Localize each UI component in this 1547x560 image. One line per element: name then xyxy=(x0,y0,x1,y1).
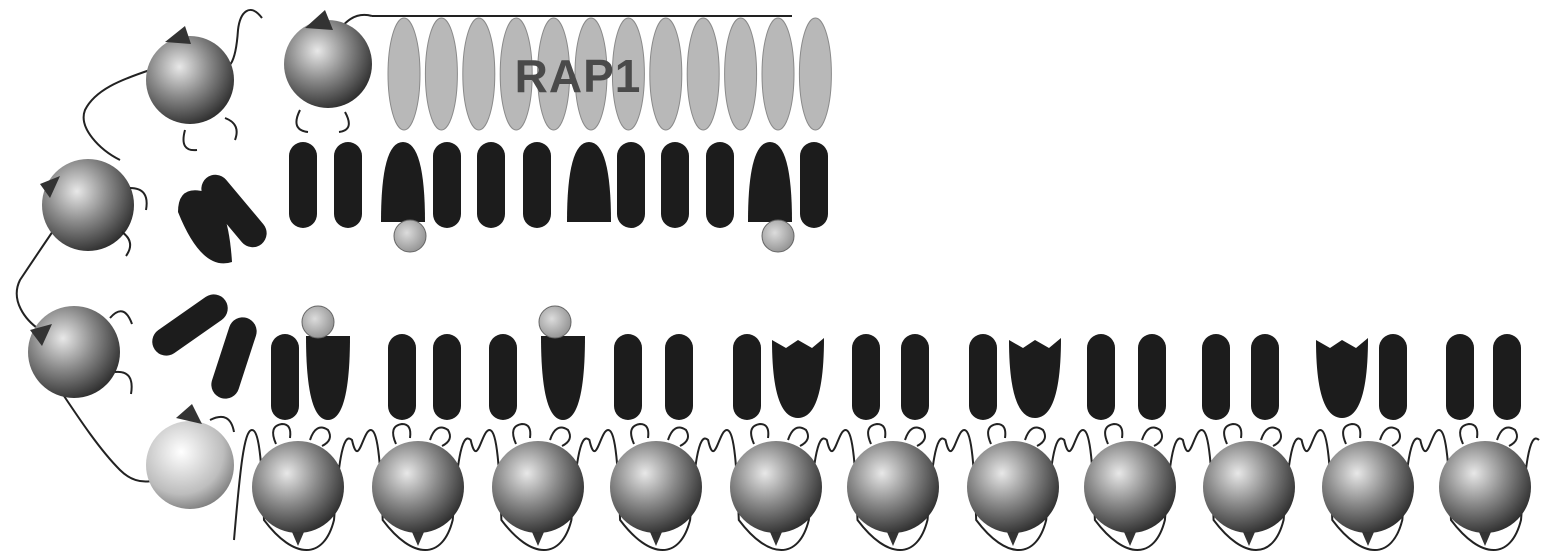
lower-block xyxy=(614,334,642,420)
rap1-ellipse xyxy=(762,18,794,130)
lower-block xyxy=(433,334,461,420)
upper-block xyxy=(661,142,689,228)
lower-block xyxy=(1493,334,1521,420)
upper-bell-block xyxy=(748,142,792,222)
lower-block xyxy=(733,334,761,420)
rap1-ellipse xyxy=(725,18,757,130)
lower-block xyxy=(1202,334,1230,420)
lower-block xyxy=(969,334,997,420)
upper-block xyxy=(617,142,645,228)
loop-ball-3 xyxy=(40,159,147,256)
upper-block xyxy=(706,142,734,228)
upper-block xyxy=(334,142,362,228)
loop-ball-2 xyxy=(146,26,237,150)
nucleosome xyxy=(967,424,1059,546)
upper-block xyxy=(433,142,461,228)
upper-block xyxy=(289,142,317,228)
loop-ball-4 xyxy=(28,306,132,398)
lower-cup-block xyxy=(772,338,824,418)
lower-block xyxy=(388,334,416,420)
lower-block xyxy=(1138,334,1166,420)
lower-block xyxy=(271,334,299,420)
lower-block xyxy=(901,334,929,420)
rap1-ellipse xyxy=(388,18,420,130)
small-circle xyxy=(394,220,426,252)
lower-bell-block xyxy=(541,336,585,420)
upper-bell-block xyxy=(567,142,611,222)
upper-block xyxy=(477,142,505,228)
turn-blocks xyxy=(147,169,273,402)
small-circle xyxy=(762,220,794,252)
rap1-ellipse xyxy=(687,18,719,130)
small-circle xyxy=(539,306,571,338)
rap1-ellipse xyxy=(799,18,831,130)
loop-nucleosomes xyxy=(28,10,372,509)
nucleosome xyxy=(492,424,584,546)
rap1-ellipse xyxy=(650,18,682,130)
lower-block xyxy=(489,334,517,420)
upper-bell-block xyxy=(381,142,425,222)
upper-block xyxy=(800,142,828,228)
small-circle xyxy=(302,306,334,338)
loop-ball-5 xyxy=(146,404,234,509)
lower-block xyxy=(1087,334,1115,420)
lower-cup-block xyxy=(1316,338,1368,418)
lower-block-row xyxy=(271,306,1521,420)
lower-cup-block xyxy=(1009,338,1061,418)
lower-block xyxy=(852,334,880,420)
rap1-label: RAP1 xyxy=(515,50,642,102)
rap1-ellipse xyxy=(425,18,457,130)
lower-block xyxy=(665,334,693,420)
upper-block xyxy=(523,142,551,228)
lower-block xyxy=(1379,334,1407,420)
upper-block-row xyxy=(289,142,828,252)
nucleosome xyxy=(1439,424,1531,546)
rap1-ellipse xyxy=(463,18,495,130)
loop-ball-1 xyxy=(284,10,372,132)
lower-block xyxy=(1251,334,1279,420)
nucleosome xyxy=(252,424,344,546)
lower-block xyxy=(1446,334,1474,420)
lower-bell-block xyxy=(306,336,350,420)
